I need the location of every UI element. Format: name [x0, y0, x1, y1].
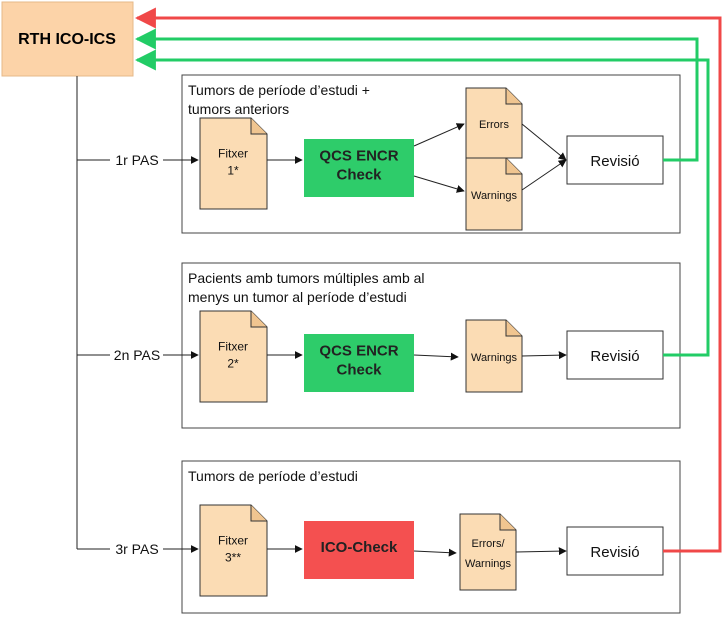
- step-2-review-box: [566, 330, 664, 380]
- step-1-file-doc: [199, 117, 268, 210]
- step-3-output-1-line-1: Errors/: [472, 538, 506, 550]
- step-2-label: 2n PAS: [114, 347, 160, 363]
- step-1-check-to-output-1-arrow: [413, 123, 465, 147]
- source-box: [1, 1, 134, 77]
- step-3-check-to-output-1-arrow: [413, 548, 457, 557]
- step-1-output-1-doc: [465, 87, 523, 159]
- step-2-review-label: Revisió: [590, 348, 639, 365]
- step-2-file-doc-fold: [250, 311, 267, 328]
- step-1-output-1-doc-fold: [505, 88, 522, 105]
- step-3-file-line-2: 3**: [225, 551, 241, 565]
- step-1-output-1-to-review-arrow: [521, 123, 567, 161]
- step-2-check-to-output-1-arrow: [413, 352, 459, 361]
- step-3-check-line-1: ICO-Check: [321, 539, 398, 556]
- step-2-output-1-line-1: Warnings: [471, 352, 518, 364]
- step-3-file-doc: [199, 504, 268, 597]
- step-1-review-label: Revisió: [590, 153, 639, 170]
- step-3-check-box: [304, 521, 414, 579]
- step-1-file-line-2: 1*: [227, 164, 239, 178]
- step-3-file-doc-fold: [250, 505, 267, 522]
- step-3-output-1-doc-fold: [499, 514, 516, 531]
- step-2-file-line-2: 2*: [227, 357, 239, 371]
- step-1-check-box: [304, 139, 414, 197]
- step-3-output-1-to-review-arrow: [515, 547, 567, 556]
- step-1-output-1-line-1: Errors: [479, 119, 509, 131]
- step-1-file-doc-fold: [250, 118, 267, 135]
- step-1-check-line-2: Check: [336, 167, 382, 184]
- step-1-check-line-1: QCS ENCR: [319, 148, 398, 165]
- step-3-output-1-doc: [459, 513, 517, 591]
- step-1-label: 1r PAS: [115, 152, 158, 168]
- step-3-label: 3r PAS: [115, 541, 158, 557]
- step-1-review-box: [566, 135, 664, 185]
- step-1-output-2-line-1: Warnings: [471, 190, 518, 202]
- step-2-output-1-doc-fold: [505, 320, 522, 337]
- step-1-output-2-doc: [465, 157, 523, 231]
- source-label: RTH ICO-ICS: [18, 31, 116, 48]
- step-2-check-line-1: QCS ENCR: [319, 343, 398, 360]
- step-1-feedback-arrow: [134, 28, 699, 162]
- step-2-file-line-1: Fitxer: [218, 340, 248, 354]
- step-3-feedback-arrow: [134, 7, 722, 553]
- step-3-panel-text-1: Tumors de període d’estudi: [188, 468, 358, 484]
- step-2-feedback-arrow: [134, 49, 710, 357]
- step-2-panel-text-1: Pacients amb tumors múltiples amb al: [188, 270, 425, 286]
- step-2-panel-text-2: menys un tumor al període d’estudi: [188, 289, 407, 305]
- step-2-check-box: [304, 334, 414, 392]
- step-2-output-1-doc: [465, 319, 523, 393]
- step-1-check-to-output-2-arrow: [413, 175, 465, 193]
- step-1-file-line-1: Fitxer: [218, 147, 248, 161]
- step-3-output-1-line-2: Warnings: [465, 558, 512, 570]
- step-1-output-2-doc-fold: [505, 158, 522, 175]
- step-3-review-label: Revisió: [590, 544, 639, 561]
- step-2-file-doc: [199, 310, 268, 403]
- step-1-panel-text-2: tumors anteriors: [188, 101, 289, 117]
- step-2-output-1-to-review-arrow: [521, 351, 567, 360]
- step-3-file-line-1: Fitxer: [218, 534, 248, 548]
- step-1-panel-text-1: Tumors de període d’estudi +: [188, 82, 370, 98]
- step-2-check-line-2: Check: [336, 362, 382, 379]
- step-1-output-2-to-review-arrow: [521, 159, 567, 191]
